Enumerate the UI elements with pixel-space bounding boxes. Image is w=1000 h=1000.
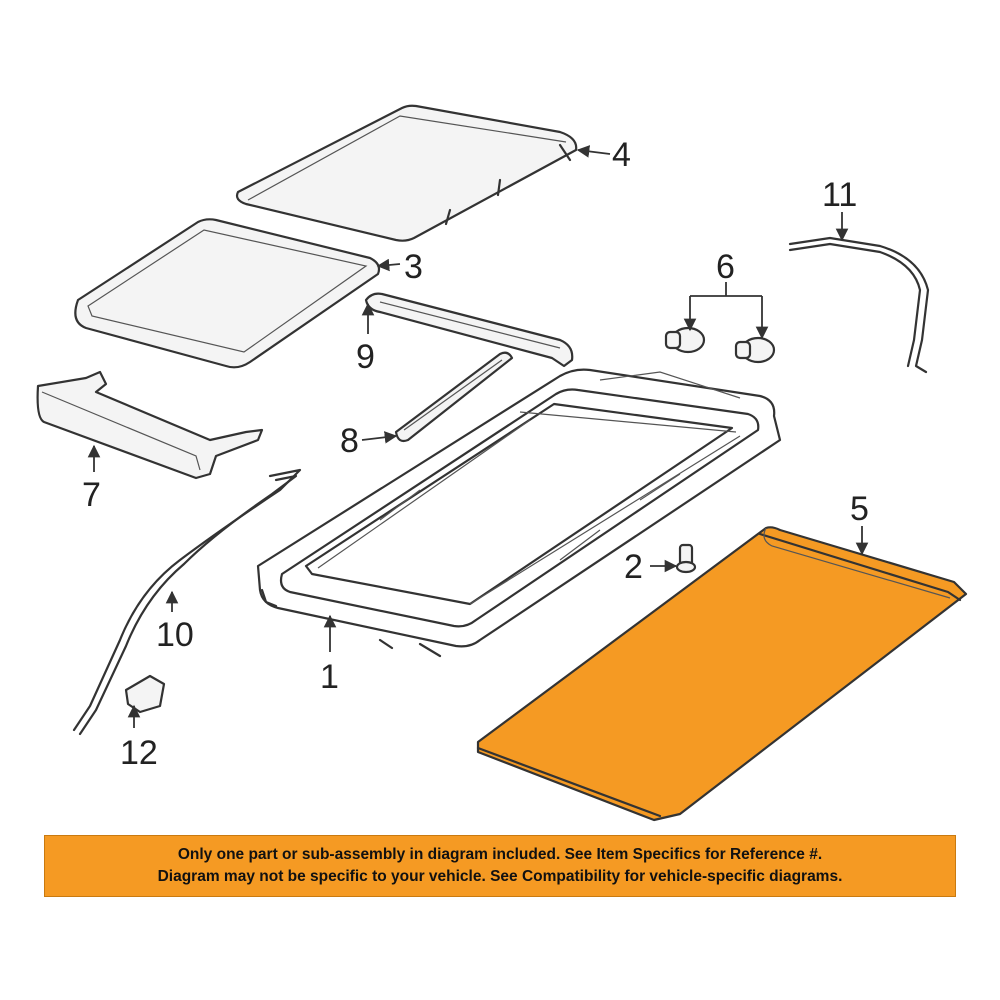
part-6-fasteners [664,326,776,364]
part-2-bolt [675,543,697,574]
callout-4: 4 [612,136,631,174]
part-12-clip [124,674,166,714]
part-3-glass-panel [74,218,381,369]
callout-8: 8 [340,422,359,460]
disclaimer-line-2: Diagram may not be specific to your vehi… [157,868,843,885]
callout-6: 6 [716,248,735,286]
callout-9: 9 [356,338,375,376]
sunshade-highlight [476,526,968,822]
disclaimer-banner: Only one part or sub-assembly in diagram… [44,835,956,897]
callout-1: 1 [320,658,339,696]
callout-2: 2 [624,548,643,586]
part-4-glass-panel [235,104,578,242]
callout-12: 12 [120,734,158,772]
callout-7: 7 [82,476,101,514]
callout-3: 3 [404,248,423,286]
callout-10: 10 [156,616,194,654]
callout-11: 11 [822,176,857,214]
part-5-sunshade [476,526,968,822]
disclaimer-line-1: Only one part or sub-assembly in diagram… [177,846,823,863]
part-1-frame-assembly [256,368,782,658]
part-11-drain-hose [788,236,930,374]
part-10-drain-hose [72,468,302,736]
part-9-wind-deflector [364,292,574,368]
part-7-trim-panel [36,370,264,480]
part-8-trim-strip [394,351,514,443]
callout-5: 5 [850,490,869,528]
